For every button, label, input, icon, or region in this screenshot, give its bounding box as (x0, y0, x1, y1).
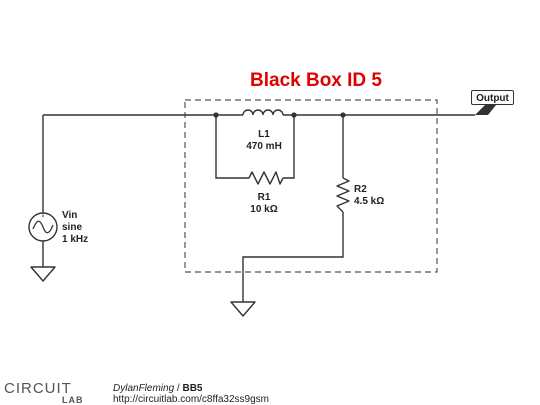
footer-bar (0, 381, 540, 405)
wire-r1-left (215, 115, 249, 179)
circuitlab-logo-bottom: LAB (62, 395, 84, 405)
voltage-source-vin-symbol (28, 212, 58, 242)
l1-value: 470 mH (246, 141, 282, 152)
junction-dot (340, 112, 346, 118)
vin-frequency: 1 kHz (62, 234, 89, 245)
wire-r2-bottom (242, 212, 344, 302)
junction-dot (291, 112, 297, 118)
footer-url[interactable]: http://circuitlab.com/c8ffa32ss9gsm (113, 394, 269, 405)
junction-dot (213, 112, 219, 118)
ground-icon (30, 266, 56, 282)
resistor-r2-symbol (336, 177, 350, 213)
output-label: Output (471, 90, 514, 105)
black-box-boundary (184, 99, 438, 273)
vin-name: Vin (62, 210, 78, 221)
wires (42, 114, 475, 302)
junctions (213, 112, 346, 118)
project-name[interactable]: BB5 (182, 383, 203, 394)
wire-r1-right (283, 115, 295, 179)
r2-name: R2 (354, 184, 367, 195)
circuitlab-logo-top: CIRCUIT (4, 380, 72, 397)
black-box-title: Black Box ID 5 (250, 70, 382, 91)
r1-value: 10 kΩ (250, 204, 278, 215)
resistor-r1-symbol (248, 171, 284, 185)
output-tag-pointer (475, 105, 496, 115)
l1-name: L1 (258, 129, 270, 140)
r2-value: 4.5 kΩ (354, 196, 385, 207)
vin-type: sine (62, 222, 83, 233)
footer-separator: / (174, 383, 183, 394)
inductor-l1-symbol (242, 109, 284, 116)
footer-author-line: DylanFleming / BB5 (113, 383, 203, 394)
r1-name: R1 (257, 192, 271, 203)
author-link[interactable]: DylanFleming (113, 383, 175, 394)
ground-icon (230, 301, 256, 317)
